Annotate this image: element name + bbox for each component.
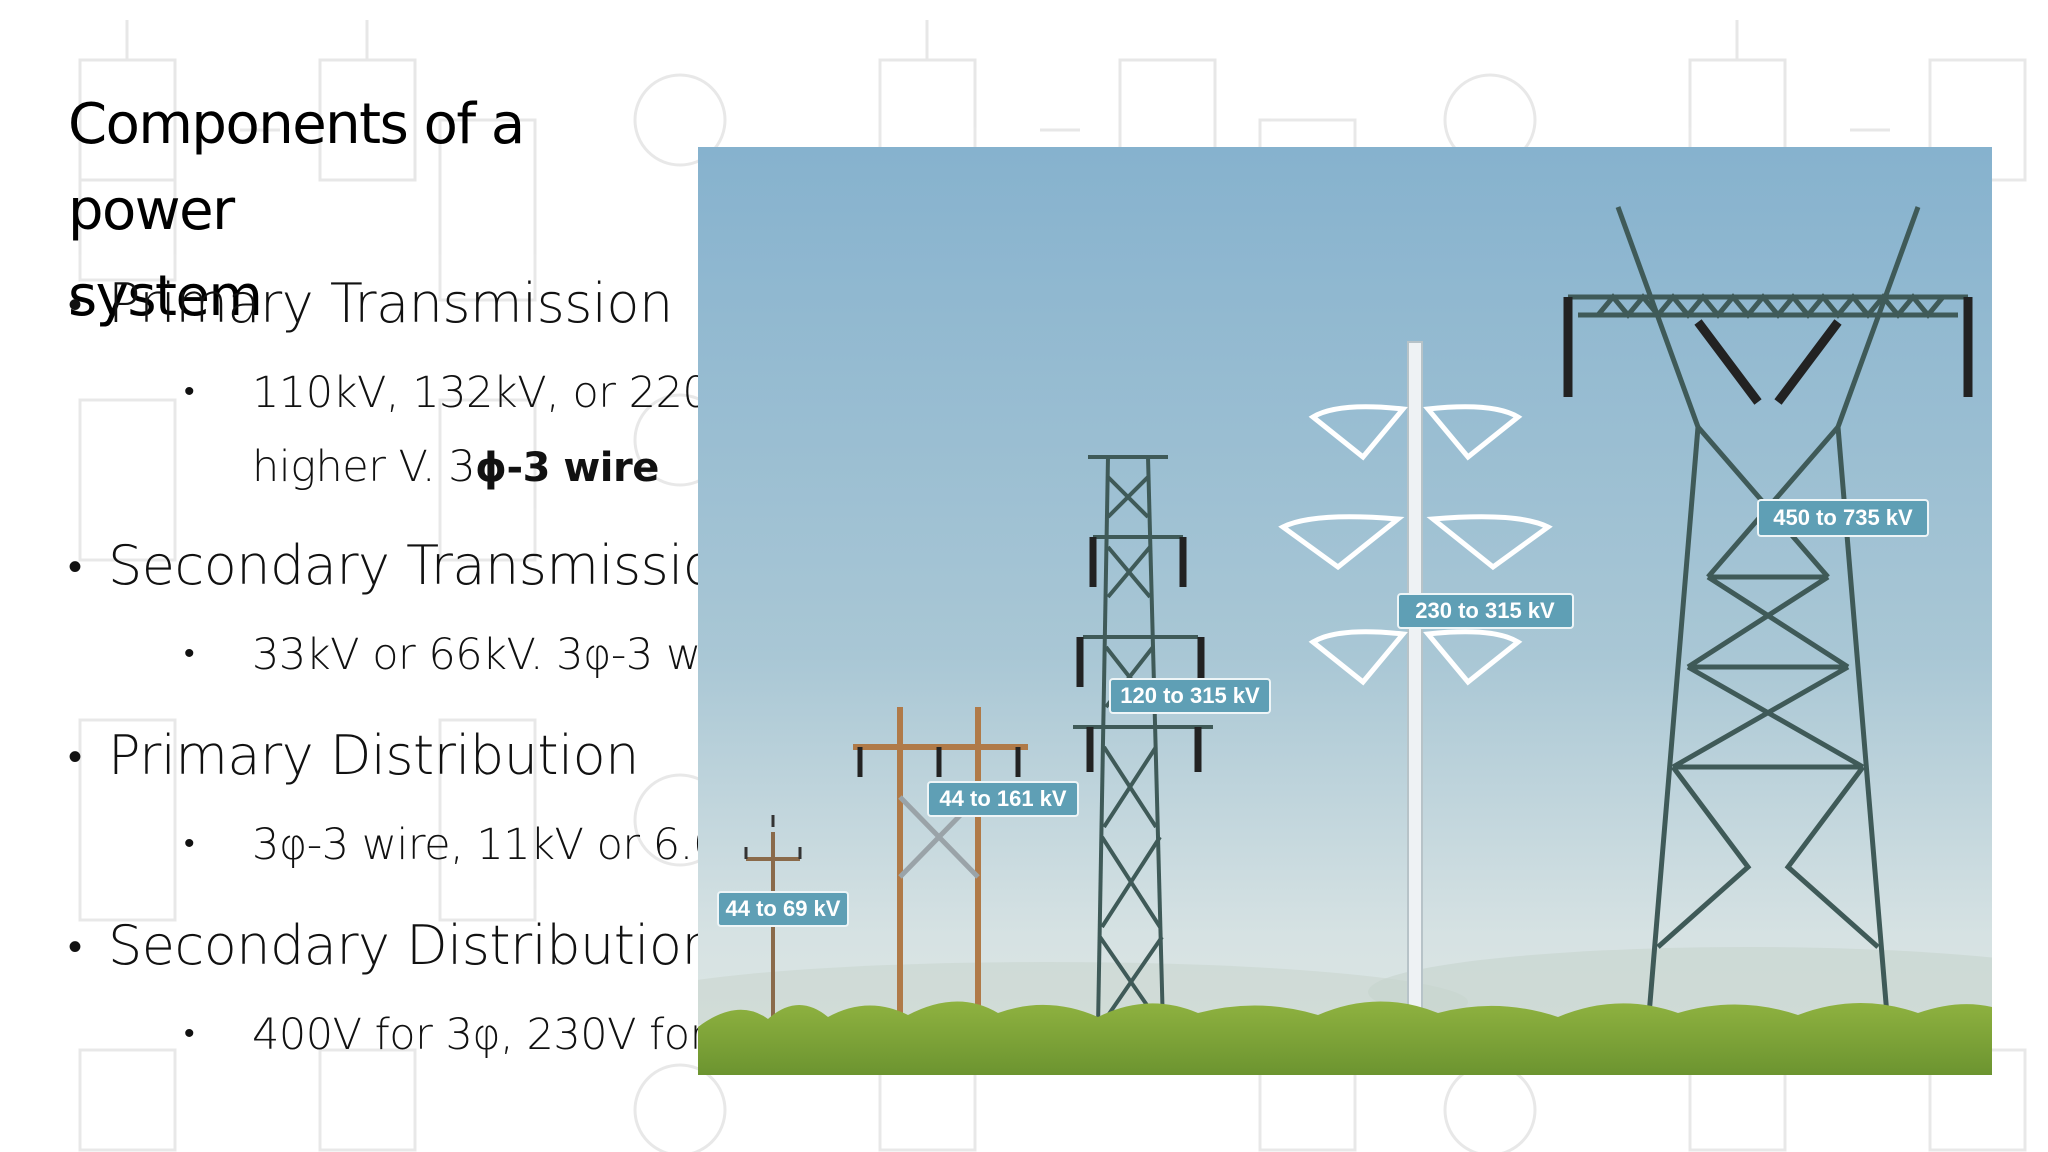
- svg-text:450 to 735 kV: 450 to 735 kV: [1773, 505, 1913, 530]
- bullet-icon: •: [68, 924, 82, 970]
- title-line-1: Components of a power: [68, 92, 525, 243]
- title-line-2: system: [68, 264, 263, 329]
- bullet-icon: •: [68, 544, 82, 590]
- voltage-label-4: 230 to 315 kV: [1397, 593, 1574, 629]
- sub-bullet-icon: •: [184, 1016, 195, 1051]
- bullet-icon: •: [68, 734, 82, 780]
- grass: [698, 1001, 1992, 1075]
- voltage-label-5: 450 to 735 kV: [1757, 499, 1929, 537]
- svg-text:120 to 315 kV: 120 to 315 kV: [1120, 683, 1260, 708]
- lattice-tower-medium: [1073, 455, 1213, 1029]
- bullet-icon: •: [68, 282, 82, 328]
- svg-text:44 to 161 kV: 44 to 161 kV: [939, 786, 1067, 811]
- svg-text:230 to 315 kV: 230 to 315 kV: [1415, 598, 1555, 623]
- voltage-label-3: 120 to 315 kV: [1109, 678, 1271, 714]
- sub-bullet-icon: •: [184, 826, 195, 861]
- voltage-label-1: 44 to 69 kV: [717, 891, 849, 927]
- slide-title: Components of a power system: [68, 82, 688, 340]
- sub-bullet-icon: •: [184, 636, 195, 671]
- voltage-label-2: 44 to 161 kV: [927, 781, 1079, 817]
- transmission-towers-illustration: 44 to 69 kV 44 to 161 kV 120 to 315 kV 2…: [698, 147, 1992, 1075]
- sub-bullet-icon: •: [184, 374, 195, 409]
- svg-text:44 to 69 kV: 44 to 69 kV: [726, 896, 841, 921]
- sub-bullet-continuation: higher V. 3ϕ-3 wire: [252, 442, 659, 492]
- steel-monopole: [1278, 341, 1553, 1033]
- wooden-pole-small: [744, 815, 802, 1027]
